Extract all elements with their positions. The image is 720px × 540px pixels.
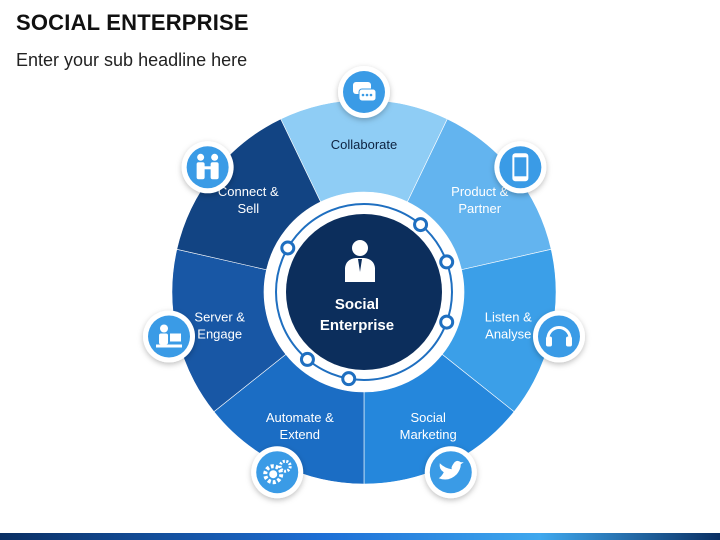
ring-node-1 (439, 254, 455, 270)
businessman-icon (345, 240, 375, 282)
ring-node-4 (299, 351, 315, 367)
center-label-line1: Social (335, 296, 379, 313)
segment-2-label-line2: Analyse (485, 326, 531, 341)
segment-4-label-line1: Automate & (266, 410, 334, 425)
footer-bar (0, 533, 720, 540)
segment-3-label-line2: Marketing (400, 427, 457, 442)
segment-0-label-line1: Collaborate (331, 137, 398, 152)
person-laptop-icon (143, 310, 196, 363)
ring-node-5 (280, 240, 296, 256)
headset-icon (532, 310, 585, 363)
segment-6-label-line2: Sell (237, 201, 259, 216)
smartphone-icon (494, 141, 547, 194)
gears-icon (251, 446, 304, 499)
segment-5-label-line1: Server & (194, 309, 245, 324)
segment-5-label-line2: Engage (197, 326, 242, 341)
twitter-bird-icon (424, 446, 477, 499)
segment-4-label-line2: Extend (280, 427, 320, 442)
page-title: SOCIAL ENTERPRISE (16, 10, 249, 35)
center-circle (286, 214, 442, 370)
handshake-people-icon (181, 141, 234, 194)
segment-1-label-line2: Partner (458, 201, 501, 216)
ring-node-3 (341, 371, 357, 387)
chat-bubbles-icon (338, 66, 390, 118)
inner-ring (275, 203, 453, 381)
ring-node-0 (413, 217, 429, 233)
center-label-line2: Enterprise (320, 317, 394, 334)
segment-3-label-line1: Social (411, 410, 447, 425)
segment-1-label-line1: Product & (451, 184, 508, 199)
page-subtitle: Enter your sub headline here (16, 50, 248, 70)
segment-6 (176, 118, 322, 271)
ring-node-2 (439, 314, 455, 330)
segment-6-label-line1: Connect & (218, 184, 279, 199)
segment-2-label-line1: Listen & (485, 309, 532, 324)
